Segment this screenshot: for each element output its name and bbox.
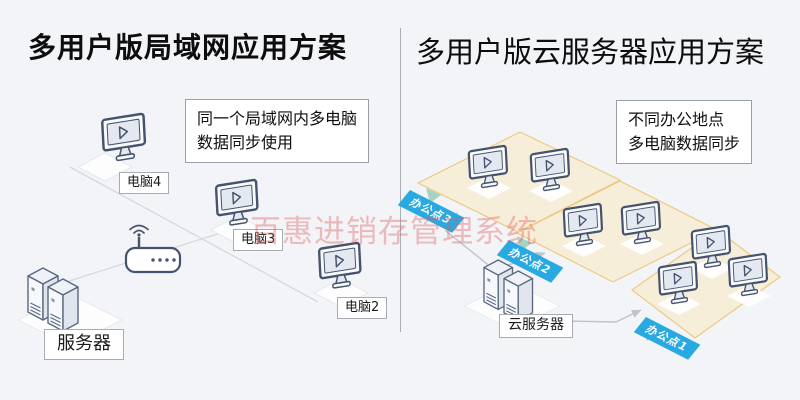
wifi-router-icon xyxy=(124,224,182,274)
lan-link-line xyxy=(69,166,319,303)
floor-shadow xyxy=(467,177,511,199)
floor-shadow xyxy=(529,180,573,202)
label-server: 服务器 xyxy=(44,329,124,360)
panel-divider xyxy=(400,28,401,332)
label-pc2: 电脑2 xyxy=(337,297,388,320)
floor-shadow xyxy=(562,235,606,257)
lan-note-line2: 数据同步使用 xyxy=(197,133,294,152)
sync-arrow-office1 xyxy=(565,309,642,323)
floor-shadow xyxy=(657,293,701,315)
label-pc4: 电脑4 xyxy=(119,172,170,195)
floor-shadow xyxy=(620,233,664,255)
watermark-text: 百惠进销存管理系统 xyxy=(250,214,538,250)
label-cloud-server: 云服务器 xyxy=(499,314,573,338)
cloud-note-line2: 多电脑数据同步 xyxy=(628,134,741,153)
floor-shadow xyxy=(690,257,734,279)
right-panel-title: 多用户版云服务器应用方案 xyxy=(416,35,765,69)
cloud-note-box: 不同办公地点 多电脑数据同步 xyxy=(616,100,753,164)
label-pc3: 电脑3 xyxy=(233,229,284,252)
floor-shadow xyxy=(727,285,771,307)
left-panel-title: 多用户版局域网应用方案 xyxy=(28,31,348,64)
cloud-note-line1: 不同办公地点 xyxy=(628,110,725,129)
lan-note-box: 同一个局域网内多电脑 数据同步使用 xyxy=(185,99,370,163)
lan-note-line1: 同一个局域网内多电脑 xyxy=(197,109,358,128)
office-zone-2 xyxy=(515,180,719,283)
